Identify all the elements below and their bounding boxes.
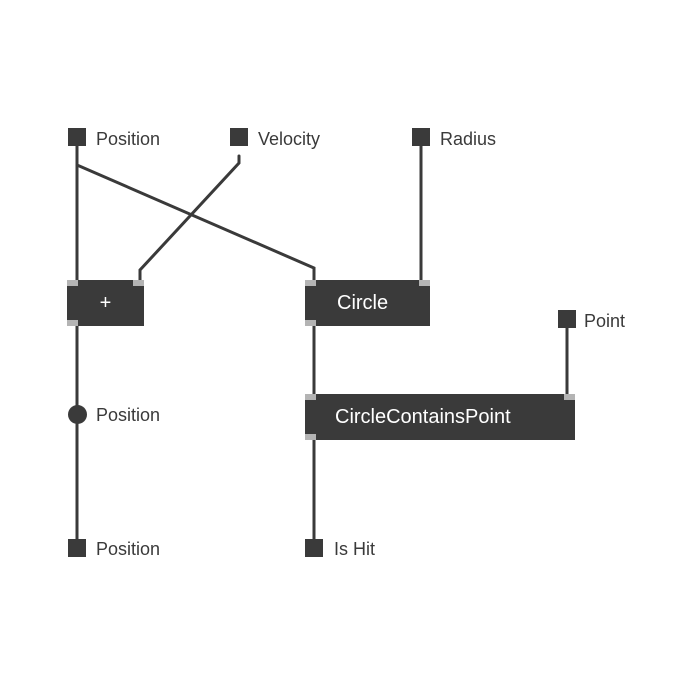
input-point-pin[interactable] — [558, 310, 576, 328]
input-position-pin[interactable] — [68, 128, 86, 146]
circle-node-label: Circle — [337, 291, 389, 314]
circle-node[interactable]: Circle — [305, 280, 430, 326]
add-node-input-port-right[interactable] — [133, 280, 144, 286]
intermediate-position-label: Position — [96, 405, 161, 425]
circle-node-input-port-right[interactable] — [419, 280, 430, 286]
input-radius-label: Radius — [440, 129, 497, 149]
circle-contains-point-output-port[interactable] — [305, 434, 316, 440]
output-is-hit-pin[interactable] — [305, 539, 323, 557]
circle-node-output-port[interactable] — [305, 320, 316, 326]
output-position-pin[interactable] — [68, 539, 86, 557]
output-position-label: Position — [96, 539, 161, 559]
add-node[interactable]: + — [67, 280, 144, 326]
circle-contains-point-node[interactable]: CircleContainsPoint — [305, 394, 575, 440]
input-position-label: Position — [96, 129, 161, 149]
intermediate-position-pin[interactable] — [68, 405, 87, 424]
add-node-input-port-left[interactable] — [67, 280, 78, 286]
circle-contains-point-input-port-right[interactable] — [564, 394, 575, 400]
wire-velocity-to-add — [138, 154, 241, 284]
circle-node-input-port-left[interactable] — [305, 280, 316, 286]
output-is-hit-label: Is Hit — [334, 539, 376, 559]
circle-contains-point-input-port-left[interactable] — [305, 394, 316, 400]
circle-contains-point-node-label: CircleContainsPoint — [335, 405, 511, 428]
input-velocity-label: Velocity — [258, 129, 321, 149]
input-velocity-pin[interactable] — [230, 128, 248, 146]
wire-position-to-circle — [75, 163, 316, 284]
add-node-output-port[interactable] — [67, 320, 78, 326]
input-radius-pin[interactable] — [412, 128, 430, 146]
add-node-label: + — [99, 291, 112, 314]
input-point-label: Point — [584, 311, 626, 331]
